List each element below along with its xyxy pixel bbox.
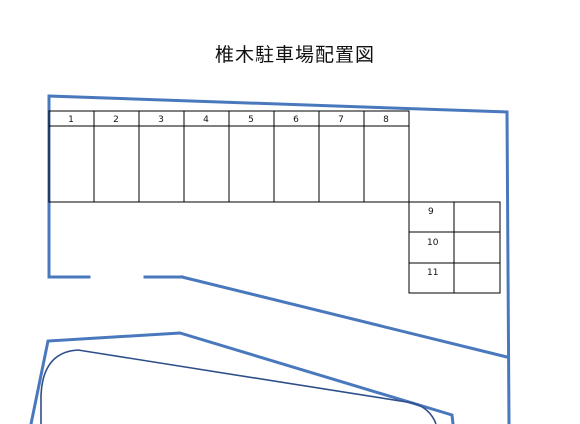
space-number: 9	[428, 207, 434, 217]
space-number: 11	[427, 268, 438, 278]
boundary-top-line	[47, 94, 509, 114]
space-number: 1	[68, 115, 74, 125]
space-number: 4	[203, 115, 209, 125]
boundary-right-line	[505, 110, 511, 424]
lower-area-outline	[29, 331, 455, 424]
space-number: 8	[383, 115, 389, 125]
space-number: 6	[293, 115, 299, 125]
diagram-title: 椎木駐車場配置図	[214, 44, 375, 66]
boundary-diagonal-line	[180, 275, 509, 359]
space-number: 10	[427, 238, 439, 248]
space-number: 3	[158, 115, 164, 125]
lower-area-inner-path	[40, 349, 437, 424]
space-number: 7	[338, 115, 344, 125]
space-number: 5	[248, 115, 254, 125]
space-number: 2	[113, 115, 119, 125]
